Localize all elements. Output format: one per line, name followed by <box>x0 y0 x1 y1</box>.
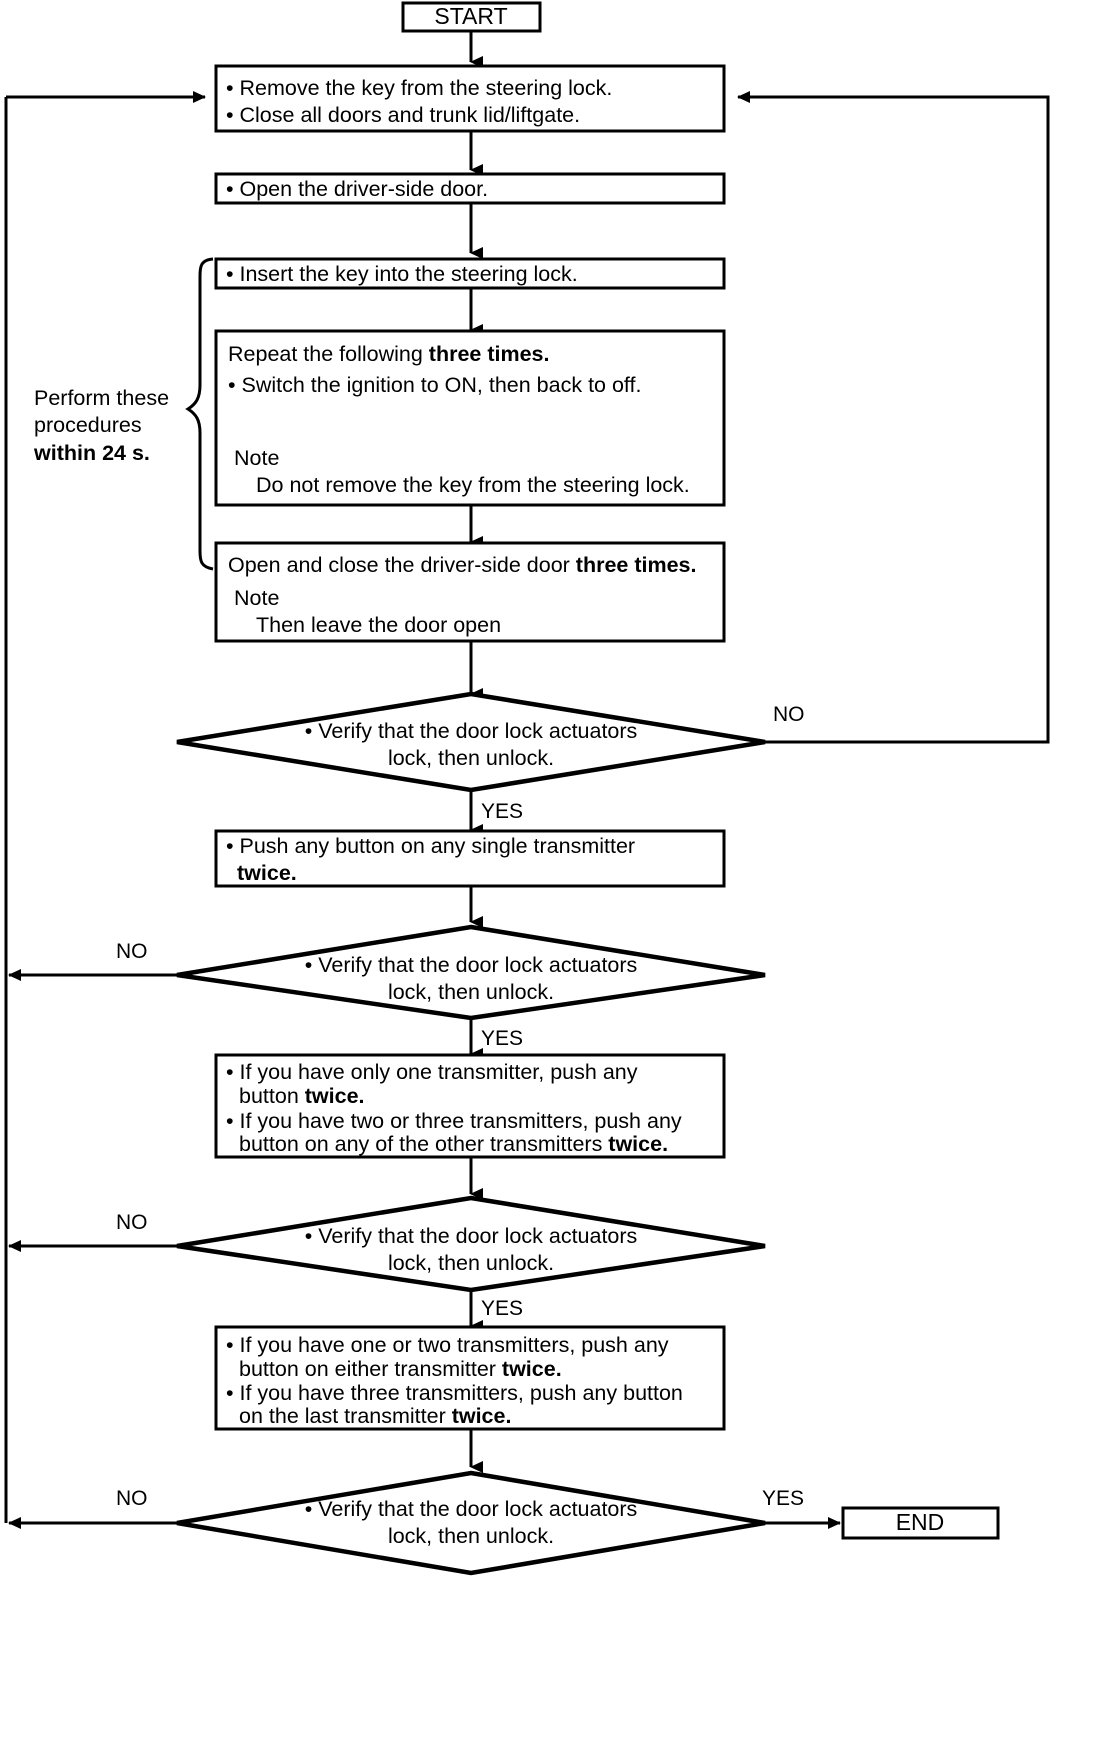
node-other-transmitters-line1: • If you have only one transmitter, push… <box>226 1060 638 1084</box>
start-label: START <box>434 3 507 29</box>
node-open-close-note-label: Note <box>234 586 279 610</box>
node-last-transmitter-line2: button on either transmitter twice. <box>239 1357 562 1381</box>
decision-verify-3-line1: • Verify that the door lock actuators <box>305 1224 638 1248</box>
decision-verify-actuators-2 <box>176 924 766 1021</box>
node-remove-key-line2: • Close all doors and trunk lid/liftgate… <box>226 103 580 127</box>
side-note-line1: Perform these <box>34 386 169 410</box>
branch-label-no-2: NO <box>116 940 148 963</box>
side-note-line2: procedures <box>34 413 142 437</box>
node-last-transmitter-line1: • If you have one or two transmitters, p… <box>226 1333 669 1357</box>
node-repeat-note-label: Note <box>234 446 279 470</box>
decision-verify-4-line2: lock, then unlock. <box>388 1524 554 1548</box>
node-insert-key <box>214 257 726 290</box>
decision-verify-actuators-3 <box>176 1195 766 1293</box>
node-push-single-line2: twice. <box>237 861 297 885</box>
node-push-single-line1: • Push any button on any single transmit… <box>226 834 635 858</box>
node-push-single-transmitter <box>214 829 726 888</box>
connector-layer <box>4 31 1050 1529</box>
node-remove-key <box>214 64 726 133</box>
node-repeat-note-text: Do not remove the key from the steering … <box>256 473 690 497</box>
node-insert-key-line1: • Insert the key into the steering lock. <box>226 262 578 286</box>
decision-verify-1-line2: lock, then unlock. <box>388 746 554 770</box>
decision-verify-actuators-4 <box>176 1470 766 1576</box>
decision-verify-2-line1: • Verify that the door lock actuators <box>305 953 638 977</box>
branch-label-no-4: NO <box>116 1487 148 1510</box>
decision-verify-1-line1: • Verify that the door lock actuators <box>305 719 638 743</box>
decision-verify-4-line1: • Verify that the door lock actuators <box>305 1497 638 1521</box>
branch-label-yes-3: YES <box>481 1297 523 1320</box>
branch-label-yes-2: YES <box>481 1027 523 1050</box>
node-last-transmitter-line4: on the last transmitter twice. <box>239 1404 511 1428</box>
branch-label-yes-1: YES <box>481 800 523 823</box>
branch-label-no-1: NO <box>773 703 805 726</box>
decision-verify-3-line2: lock, then unlock. <box>388 1251 554 1275</box>
start-node <box>401 1 542 33</box>
procedure-grouping-brace <box>185 257 214 571</box>
end-label: END <box>896 1509 945 1535</box>
node-other-transmitters-line4: button on any of the other transmitters … <box>239 1132 668 1156</box>
node-repeat-three-times <box>214 329 726 507</box>
node-remove-key-line1: • Remove the key from the steering lock. <box>226 76 612 100</box>
node-last-transmitter <box>214 1325 726 1431</box>
node-open-close-door <box>214 541 726 643</box>
node-repeat-heading: Repeat the following three times. <box>228 342 549 366</box>
node-other-transmitters-line3: • If you have two or three transmitters,… <box>226 1109 682 1133</box>
node-other-transmitters-line2: button twice. <box>239 1084 365 1108</box>
decision-verify-2-line2: lock, then unlock. <box>388 980 554 1004</box>
node-open-driver-door <box>214 172 726 205</box>
node-open-close-note-text: Then leave the door open <box>256 613 501 637</box>
decision-verify-actuators-1 <box>176 691 766 793</box>
node-last-transmitter-line3: • If you have three transmitters, push a… <box>226 1381 683 1405</box>
branch-label-no-3: NO <box>116 1211 148 1234</box>
node-repeat-bullet1: • Switch the ignition to ON, then back t… <box>228 373 641 397</box>
node-open-driver-door-line1: • Open the driver-side door. <box>226 177 488 201</box>
branch-label-yes-4: YES <box>762 1487 804 1510</box>
node-open-close-heading: Open and close the driver-side door thre… <box>228 553 696 577</box>
node-other-transmitters <box>214 1053 726 1159</box>
side-note-line3: within 24 s. <box>33 441 150 465</box>
end-node <box>841 1506 1000 1540</box>
